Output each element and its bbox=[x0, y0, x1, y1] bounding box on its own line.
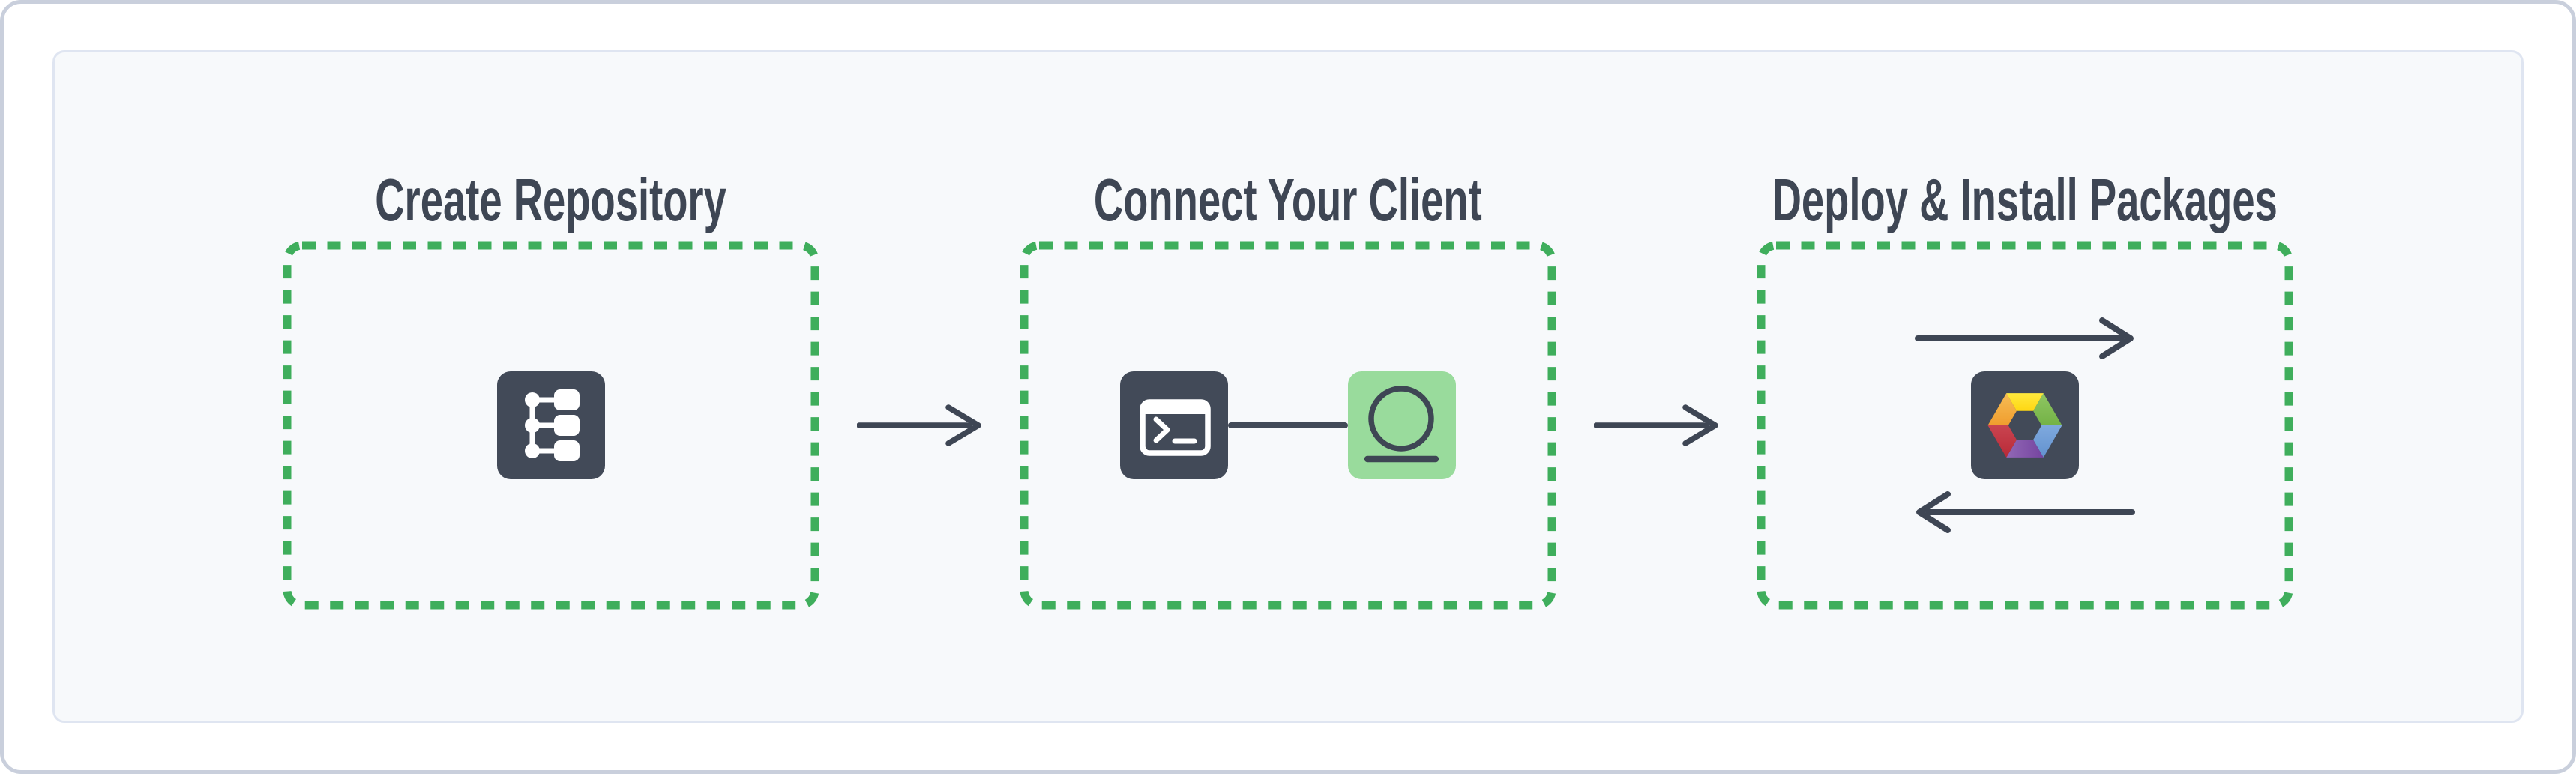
connector-line bbox=[1228, 422, 1348, 428]
dashed-dropzone bbox=[283, 241, 819, 610]
step-title: Deploy & Install Packages bbox=[1772, 166, 2278, 233]
step-deploy-install-packages: Deploy & Install Packages bbox=[1757, 164, 2293, 610]
steps-flow: Create Repository bbox=[283, 164, 2293, 610]
client-icon bbox=[1348, 370, 1456, 479]
download-arrow-icon bbox=[1916, 490, 2135, 533]
dashed-dropzone bbox=[1020, 241, 1556, 610]
onboarding-panel: Create Repository bbox=[52, 50, 2524, 723]
package-hexagon-icon bbox=[1971, 370, 2079, 479]
repository-tree-icon bbox=[497, 370, 605, 479]
step-create-repository: Create Repository bbox=[283, 164, 819, 610]
terminal-icon bbox=[1120, 370, 1228, 479]
deploy-exchange bbox=[1915, 316, 2135, 535]
flow-arrow-right-icon bbox=[1556, 403, 1757, 448]
upload-arrow-icon bbox=[1915, 316, 2134, 359]
dashed-dropzone bbox=[1757, 241, 2293, 610]
dashed-border bbox=[1020, 241, 1556, 609]
step-title: Create Repository bbox=[375, 166, 727, 233]
dashed-border bbox=[283, 241, 819, 609]
dashed-border bbox=[1757, 241, 2293, 609]
step-connect-your-client: Connect Your Client bbox=[1020, 164, 1556, 610]
flow-arrow-right-icon bbox=[819, 403, 1020, 448]
step-title: Connect Your Client bbox=[1094, 166, 1482, 233]
terminal-client-pair bbox=[1120, 370, 1456, 479]
